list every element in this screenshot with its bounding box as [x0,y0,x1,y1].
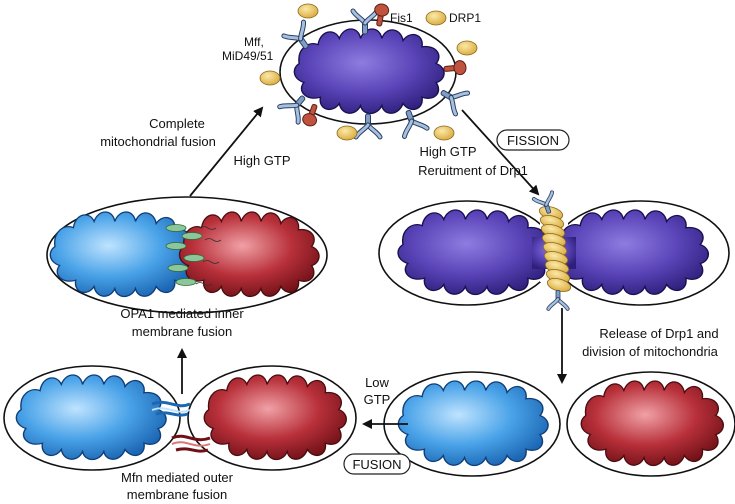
mfn-label-line2: membrane fusion [127,487,227,502]
low-gtp-label-line1: Low [365,375,389,390]
high-gtp-left-label: High GTP [233,153,290,168]
fusion-badge: FUSION [343,453,411,475]
complete-label-line1: Complete [149,116,205,131]
divided-red-mitochondrion [566,371,735,477]
release-label-line1: Release of Drp1 and [599,326,718,341]
opa1-label-line2: membrane fusion [132,324,232,339]
top-mitochondrion [279,19,457,125]
low-gtp-label-line2: GTP [364,392,391,407]
fusion-badge-text: FUSION [352,457,401,472]
high-gtp-right-label: High GTP [419,144,476,159]
release-label-line2: division of mitochondria [582,344,719,359]
fission-badge-text: FISSION [507,133,559,148]
opa1-proteins [165,224,222,286]
fission-badge: FISSION [496,129,570,151]
drp1-label: DRP1 [449,11,481,25]
mid-label: MiD49/51 [222,49,274,63]
mfn-label-line1: Mfn mediated outer [121,470,234,485]
divided-blue-mitochondrion [383,371,561,477]
recruitment-label: Reruitment of Drp1 [418,163,528,178]
fis1-label: Fis1 [390,11,413,25]
complete-label-line2: mitochondrial fusion [100,134,216,149]
mff-label: Mff, [244,35,264,49]
arrow-fusion-to-top [189,106,264,197]
drp1-ring [534,192,572,308]
arrow-top-to-fission [461,109,540,196]
inner-fusion-mitochondrion [46,196,328,314]
mfn-proteins [151,400,211,453]
outer-fusion-blue-mitochondrion [3,365,181,471]
opa1-label-line1: OPA1 mediated inner [120,306,244,321]
outer-fusion-red-mitochondrion [187,365,357,471]
